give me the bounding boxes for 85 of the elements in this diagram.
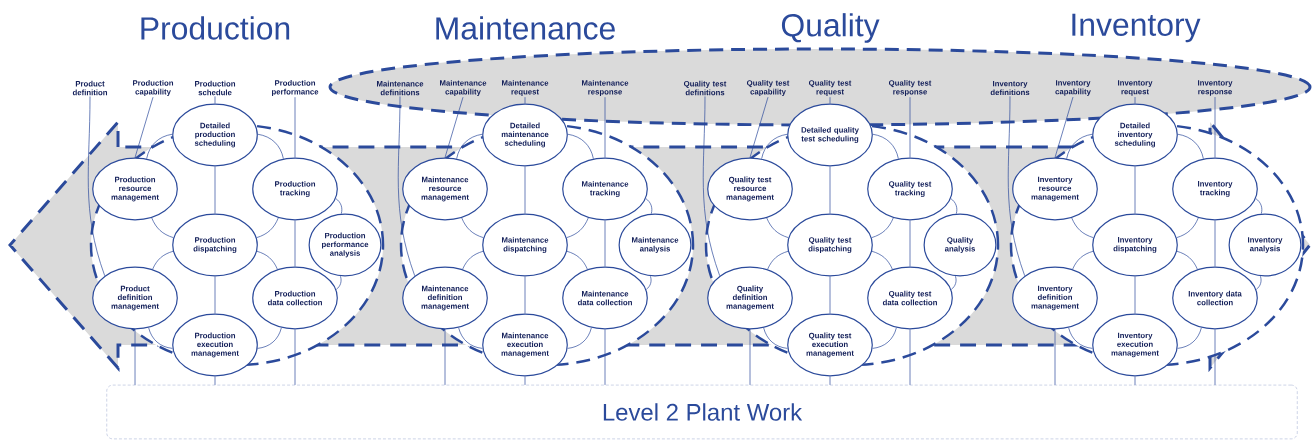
connector-line: [829, 166, 831, 214]
connector-line: [767, 250, 789, 270]
connector-line: [146, 133, 173, 160]
connector-line: [87, 96, 106, 277]
connector-line: [257, 133, 284, 160]
connector-line: [604, 96, 606, 158]
connector-line: [462, 250, 484, 270]
connector-line: [152, 250, 174, 270]
connector-line: [151, 217, 174, 238]
connector-line: [134, 329, 136, 386]
connector-line: [1072, 250, 1094, 270]
connector-line: [604, 329, 606, 386]
connector-line: [1177, 327, 1202, 349]
section-heading: Inventory: [1072, 13, 1201, 43]
connector-line: [766, 217, 789, 238]
connector-line: [148, 327, 173, 349]
connector-line: [871, 250, 893, 270]
connector-line: [909, 96, 911, 158]
connector-line: [1054, 96, 1074, 158]
connector-line: [829, 96, 831, 104]
connector-line: [524, 276, 526, 314]
connector-line: [567, 327, 592, 349]
connector-line: [256, 250, 278, 270]
connector-line: [1176, 250, 1198, 270]
connector-line: [335, 198, 343, 215]
connector-line: [1071, 217, 1094, 238]
connector-line: [524, 376, 526, 386]
connector-line: [214, 376, 216, 386]
connector-line: [1255, 198, 1263, 215]
connector-line: [257, 327, 282, 349]
connector-line: [1066, 133, 1093, 160]
connector-line: [214, 166, 216, 214]
connector-line: [761, 133, 788, 160]
section-heading: Maintenance: [436, 16, 615, 40]
connector-line: [749, 329, 751, 386]
level-box: Level 2 Plant Work: [106, 384, 1298, 440]
connector-line: [763, 327, 788, 349]
connector-line: [1134, 166, 1136, 214]
connector-line: [1255, 275, 1262, 290]
connector-line: [524, 166, 526, 214]
connector-line: [1134, 276, 1136, 314]
connector-line: [1214, 329, 1216, 386]
connector-line: [950, 275, 957, 290]
connector-line: [566, 250, 588, 270]
connector-line: [1054, 329, 1056, 386]
connector-line: [1068, 327, 1093, 349]
connector-line: [871, 217, 894, 238]
connector-line: [1214, 220, 1216, 267]
connector-line: [444, 329, 446, 386]
connector-line: [909, 220, 911, 267]
connector-line: [645, 275, 652, 290]
connector-line: [461, 217, 484, 238]
connector-line: [214, 96, 216, 104]
connector-line: [872, 327, 897, 349]
connector-line: [566, 217, 589, 238]
section-heading: Quality: [781, 13, 880, 43]
connector-line: [256, 217, 279, 238]
connector-line: [524, 96, 526, 104]
connector-line: [134, 96, 154, 158]
connector-line: [950, 198, 958, 215]
connector-line: [1007, 95, 1026, 277]
connector-line: [458, 327, 483, 349]
section-heading: Production: [141, 16, 290, 40]
connector-line: [294, 220, 296, 267]
connector-line: [829, 276, 831, 314]
connector-line: [294, 329, 296, 386]
connector-line: [214, 276, 216, 314]
connector-line: [567, 133, 594, 160]
connector-line: [829, 376, 831, 386]
connector-line: [909, 329, 911, 386]
connector-line: [444, 96, 464, 158]
connector-line: [645, 198, 653, 215]
connector-line: [1134, 376, 1136, 386]
connector-line: [456, 133, 483, 160]
connector-line: [1177, 133, 1204, 160]
connector-line: [749, 96, 769, 158]
connector-line: [1176, 217, 1199, 238]
connector-line: [702, 96, 721, 277]
connector-line: [872, 133, 899, 160]
connector-line: [294, 96, 296, 158]
connector-line: [1214, 96, 1216, 158]
connector-line: [335, 275, 342, 290]
connector-line: [604, 220, 606, 267]
connector-line: [1134, 96, 1136, 104]
connector-line: [397, 96, 416, 277]
